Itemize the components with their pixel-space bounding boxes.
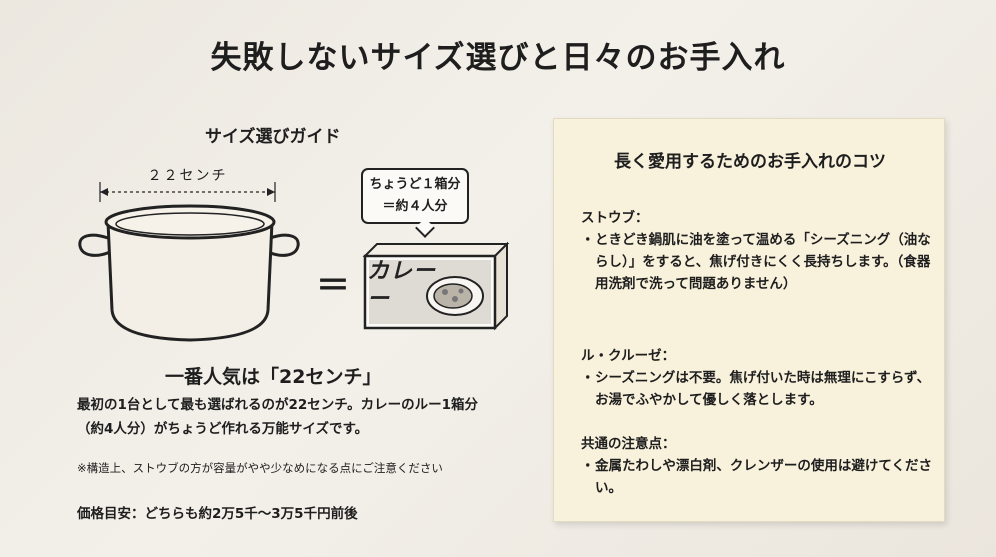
bubble-line-1: ちょうど１箱分 bbox=[369, 177, 461, 192]
care-section-title: 共通の注意点： bbox=[581, 436, 676, 452]
page-title: 失敗しないサイズ選びと日々のお手入れ bbox=[210, 40, 786, 76]
size-guide-heading: サイズ選びガイド bbox=[205, 127, 341, 147]
equals-sign: ＝ bbox=[316, 266, 350, 306]
curry-box-label-line-1: カレー bbox=[367, 259, 437, 284]
care-bullet-text: シーズニングは不要。焦げ付いた時は無理にこすらず、お湯でふやかして優しく落としま… bbox=[595, 370, 931, 408]
bullet-mark: ・ bbox=[581, 232, 595, 248]
care-bullet: ・ 金属たわしや漂白剤、クレンザーの使用は避けてください。 bbox=[581, 455, 936, 499]
care-section-title: ストウブ： bbox=[581, 210, 649, 226]
care-bullet: ・ シーズニングは不要。焦げ付いた時は無理にこすらず、お湯でふやかして優しく落と… bbox=[581, 367, 936, 411]
care-bullet: ・ ときどき鍋肌に油を塗って温める「シーズニング（油ならし）」をすると、焦げ付き… bbox=[581, 229, 936, 295]
curry-box-label: カレー ー bbox=[367, 258, 436, 314]
care-bullet-text: ときどき鍋肌に油を塗って温める「シーズニング（油ならし）」をすると、焦げ付きにく… bbox=[595, 232, 931, 292]
price-guide: 価格目安：どちらも約2万5千〜3万5千円前後 bbox=[77, 506, 358, 522]
curry-box-illustration bbox=[362, 241, 510, 331]
popular-size-heading: 一番人気は「22センチ」 bbox=[165, 366, 382, 388]
care-section-title: ル・クルーゼ： bbox=[581, 348, 676, 364]
pot-width-label: ２２センチ bbox=[147, 168, 228, 184]
bullet-mark: ・ bbox=[581, 458, 595, 474]
care-section-le-creuset: ル・クルーゼ： ・ シーズニングは不要。焦げ付いた時は無理にこすらず、お湯でふや… bbox=[581, 345, 936, 411]
bubble-line-2: ＝約４人分 bbox=[382, 199, 448, 214]
care-tips-card: 長く愛用するためのお手入れのコツ ストウブ： ・ ときどき鍋肌に油を塗って温める… bbox=[553, 118, 945, 522]
bullet-mark: ・ bbox=[581, 370, 595, 386]
care-section-common: 共通の注意点： ・ 金属たわしや漂白剤、クレンザーの使用は避けてください。 bbox=[581, 433, 936, 499]
care-bullet-text: 金属たわしや漂白剤、クレンザーの使用は避けてください。 bbox=[595, 458, 932, 496]
capacity-note: ※構造上、ストウブの方が容量がやや少なめになる点にご注意ください bbox=[77, 461, 443, 475]
care-tips-heading: 長く愛用するためのお手入れのコツ bbox=[614, 152, 886, 172]
pot-illustration bbox=[78, 182, 300, 342]
curry-box-label-line-2: ー bbox=[367, 287, 391, 312]
care-section-staub: ストウブ： ・ ときどき鍋肌に油を塗って温める「シーズニング（油ならし）」をする… bbox=[581, 207, 936, 295]
size-description: 最初の1台として最も選ばれるのが22センチ。カレーのルー1箱分（約4人分）がちょ… bbox=[77, 397, 478, 437]
speech-bubble: ちょうど１箱分 ＝約４人分 bbox=[361, 168, 469, 224]
